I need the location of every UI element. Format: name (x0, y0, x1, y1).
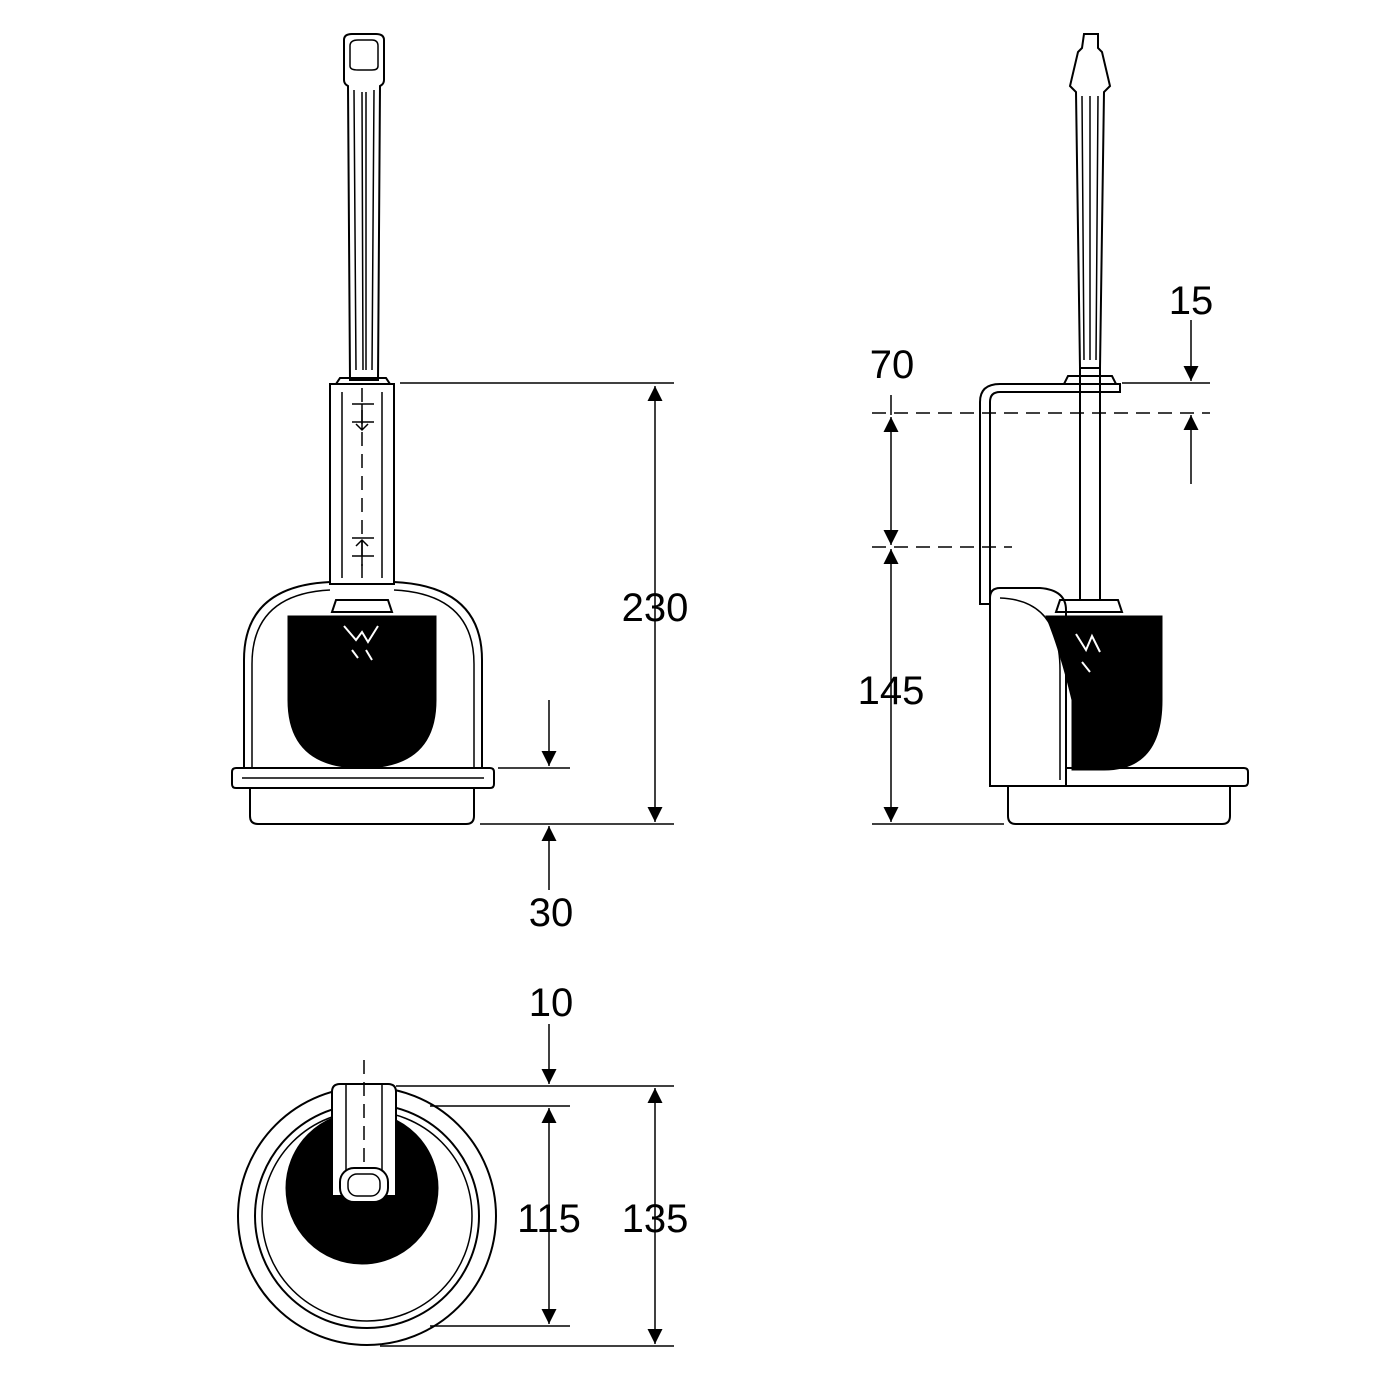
side-view: 15 70 145 (858, 33, 1249, 825)
front-sleeve (329, 377, 395, 585)
dimension-230 (400, 382, 674, 825)
side-mount-lines (872, 382, 1210, 825)
top-bracket (331, 1060, 397, 1203)
front-base (231, 767, 495, 825)
dimension-30 (498, 700, 570, 890)
label-30: 30 (529, 891, 574, 935)
top-view: 10 115 135 (237, 981, 689, 1347)
side-base (1007, 767, 1249, 825)
front-brush-head (287, 599, 437, 769)
side-handle (1062, 33, 1118, 600)
front-view: 230 30 (231, 33, 689, 935)
label-145: 145 (858, 669, 925, 713)
label-15: 15 (1169, 279, 1214, 323)
top-extension-lines (380, 1085, 674, 1347)
side-brush-head (1045, 599, 1163, 771)
label-135: 135 (622, 1197, 689, 1241)
front-dome (243, 581, 483, 768)
front-handle (343, 33, 385, 381)
label-70: 70 (870, 343, 915, 387)
label-230: 230 (622, 586, 689, 630)
label-10: 10 (529, 981, 574, 1025)
label-115: 115 (517, 1197, 581, 1241)
